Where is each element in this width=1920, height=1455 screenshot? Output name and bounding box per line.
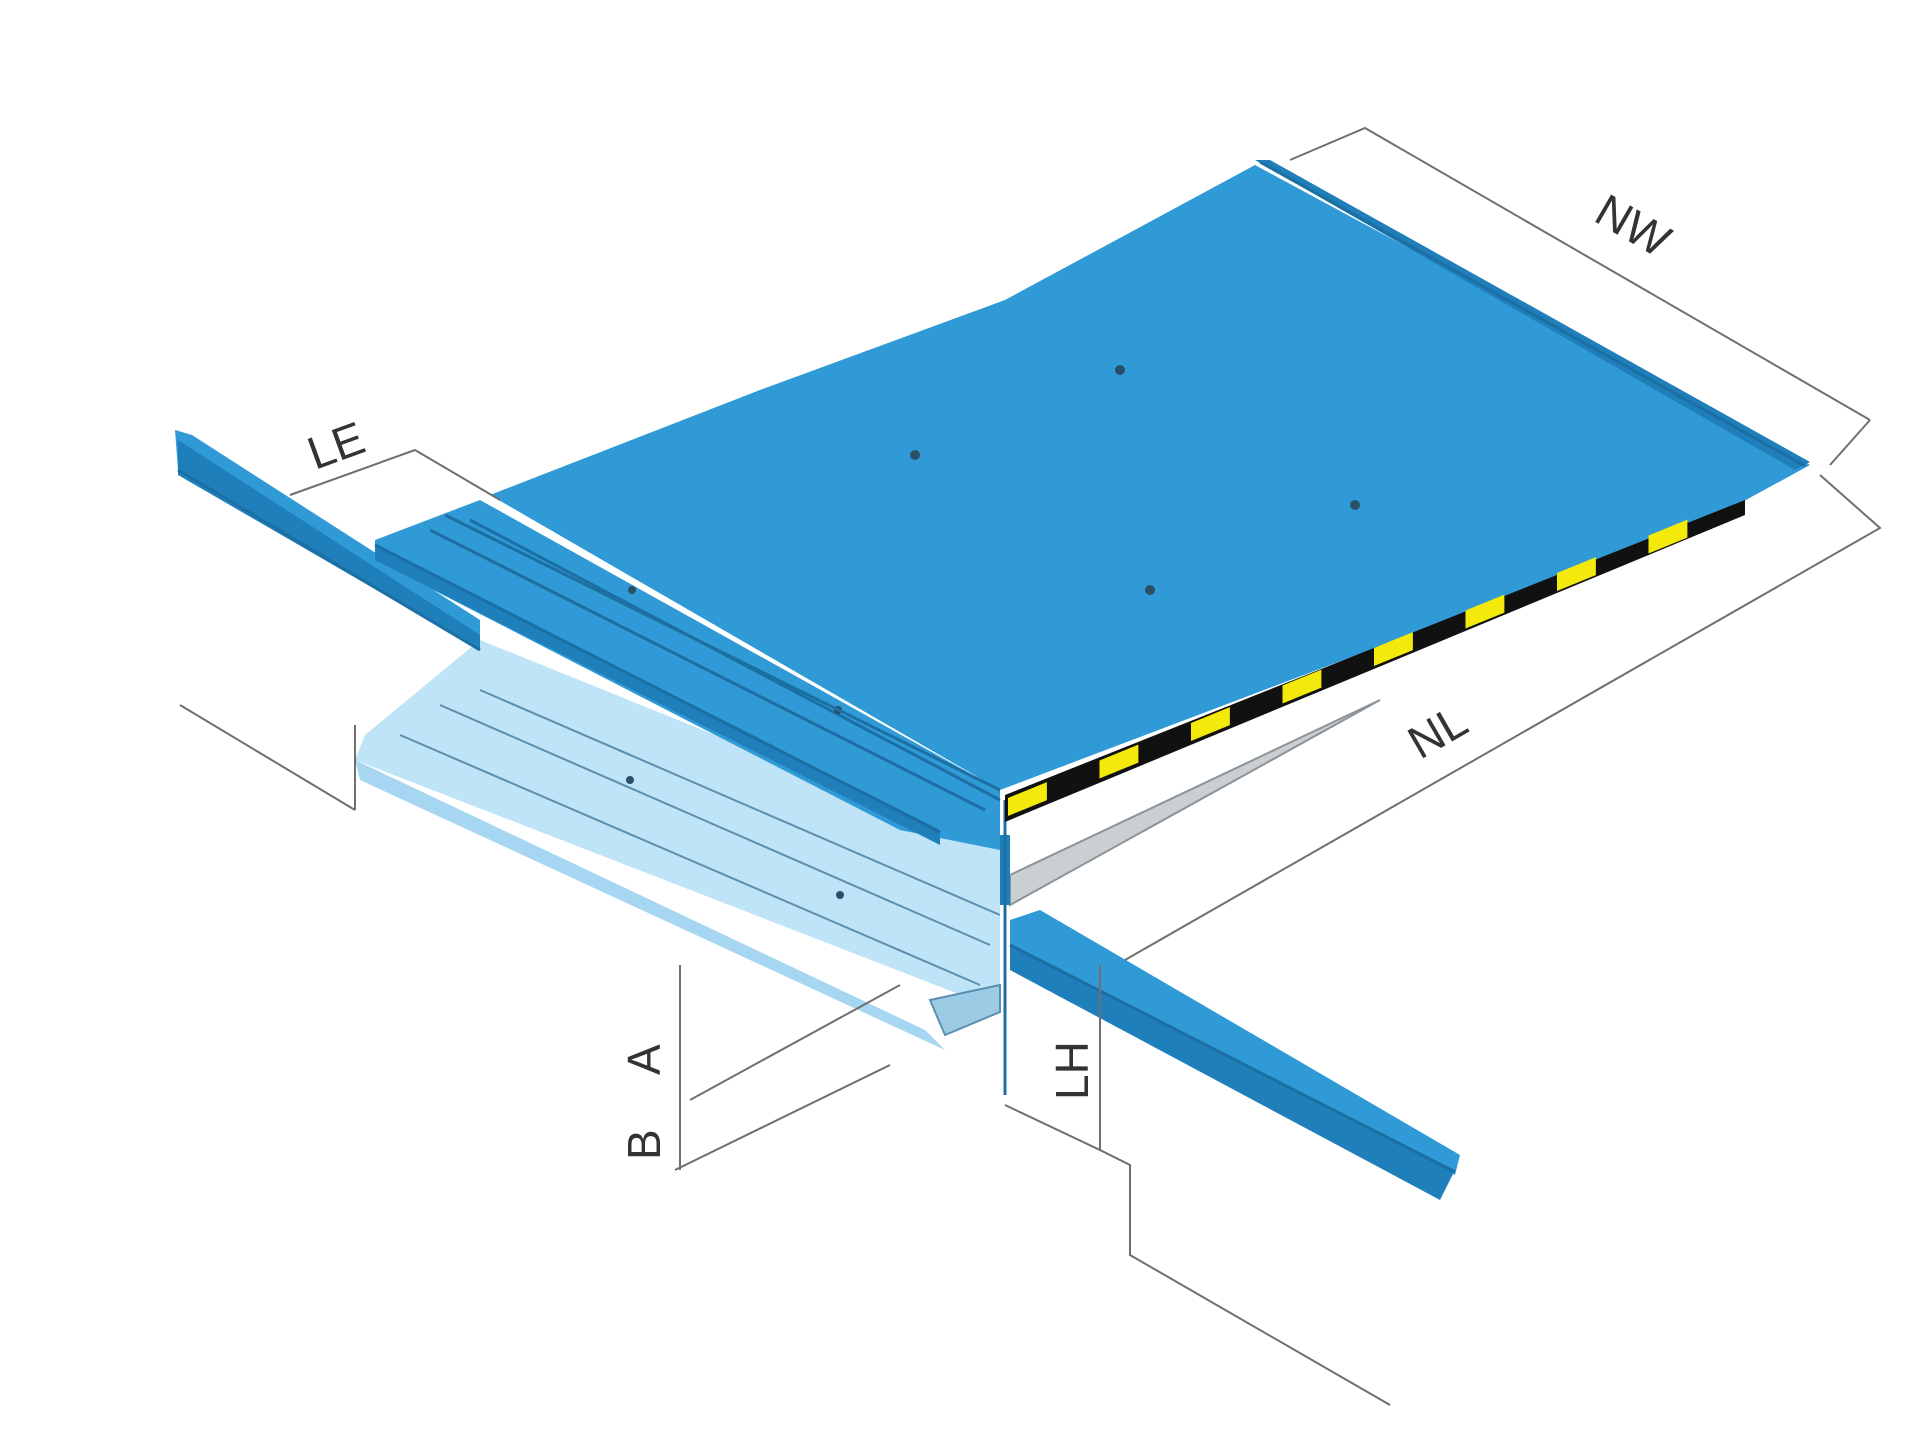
dimension-lines	[179, 126, 1882, 1406]
label-b: B	[618, 1129, 670, 1160]
label-nw: NW	[1587, 184, 1680, 268]
platform-deck	[429, 160, 1810, 812]
label-lh: LH	[1046, 1041, 1098, 1100]
hazard-block	[1557, 557, 1596, 591]
hazard-block	[1374, 632, 1413, 666]
label-nl: NL	[1399, 694, 1476, 768]
right-frame-rail	[1003, 905, 1460, 1200]
hazard-block	[1465, 594, 1505, 629]
hazard-stripe	[1005, 500, 1745, 822]
hazard-block	[1282, 669, 1322, 704]
hazard-block	[1191, 707, 1230, 741]
hinge-beam	[374, 500, 1001, 850]
left-frame-rail	[175, 430, 481, 652]
lower-lip-plate	[355, 640, 1001, 1050]
label-a: A	[618, 1044, 670, 1075]
hazard-blocks	[1008, 519, 1688, 816]
hazard-block	[1008, 782, 1047, 816]
hazard-block	[1648, 519, 1688, 554]
hazard-block	[1099, 744, 1139, 779]
